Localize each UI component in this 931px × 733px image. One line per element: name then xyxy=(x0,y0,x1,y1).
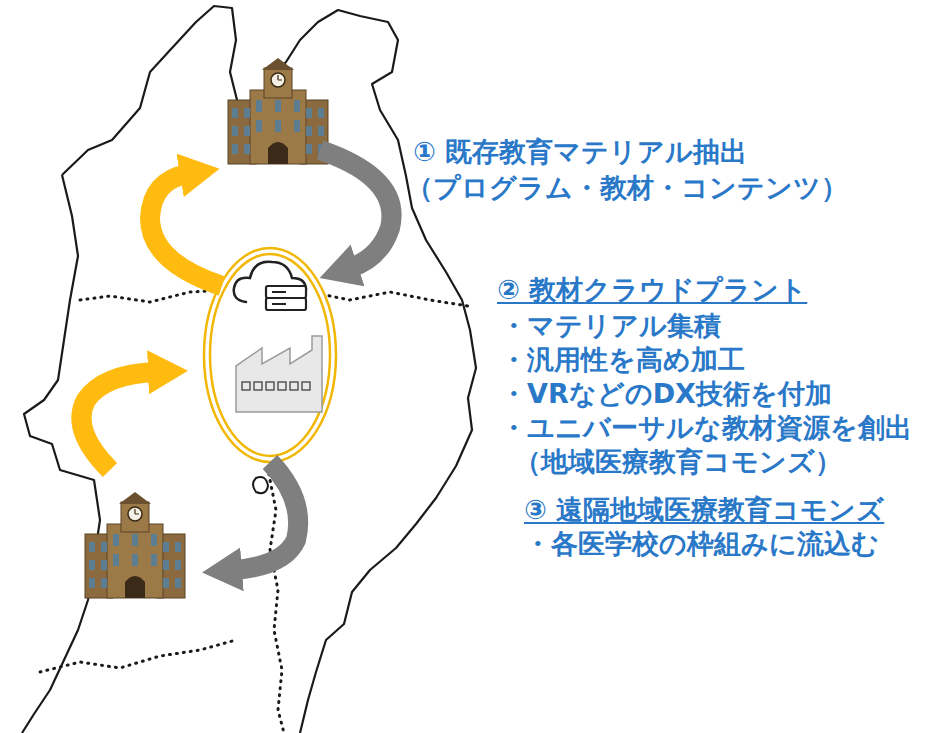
bullet-item: ・ユニバーサルな教材資源を創出 xyxy=(500,412,912,444)
bullet-item: ・マテリアル集積 xyxy=(500,310,721,342)
bullet-item: ・汎用性を高め加工 xyxy=(500,344,745,376)
step-heading: ② 教材クラウドプラント xyxy=(497,274,807,306)
step-note: （プログラム・教材・コンテンツ） xyxy=(406,172,848,204)
bullet-item: ・VRなどのDX技術を付加 xyxy=(500,378,832,410)
bullet-item: ・各医学校の枠組みに流込む xyxy=(524,528,879,560)
step-note: （地域医療教育コモンズ） xyxy=(514,446,842,478)
step-heading: ③ 遠隔地域医療教育コモンズ xyxy=(524,494,884,526)
step-heading: ① 既存教育マテリアル抽出 xyxy=(413,136,747,168)
